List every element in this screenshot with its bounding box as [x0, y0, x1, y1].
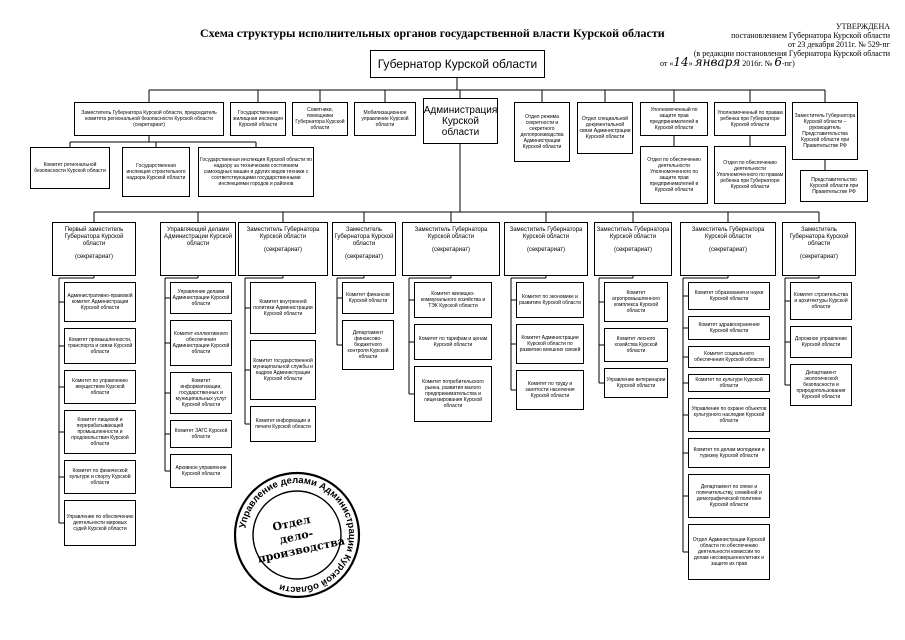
edition-mid1: »	[688, 59, 693, 68]
dept-box-3-1: Комитет внутренней политики Администраци…	[250, 282, 316, 334]
dept-box-8-1: Комитет образования и науки Курской обла…	[688, 282, 770, 310]
moscow-representation-box: Представительство Курской области при Пр…	[800, 170, 868, 202]
dept-box-5-2: Комитет по тарифам и ценам Курской облас…	[414, 324, 492, 360]
dept-box-8-6: Комитет по делам молодежи и туризму Курс…	[688, 438, 770, 468]
dept-box-9-2: Дорожное управление Курской области	[790, 326, 852, 358]
dept-box-1-5: Комитет по физической культуре и спорту …	[64, 460, 136, 494]
deputy-box-7: Заместитель Губернатора Курской области (…	[594, 222, 672, 276]
dept-box-2-5: Архивное управление Курской области	[170, 454, 232, 488]
governor-box: Губернатор Курской области	[370, 50, 545, 78]
approval-line-4: (в редакции постановления Губернатора Ку…	[693, 49, 890, 58]
deputy-secretariat: (секретариат)	[526, 247, 566, 253]
dept-box-9-1: Комитет строительства и архитектуры Курс…	[790, 282, 852, 320]
dept-box-7-3: Управление ветеринарии Курской области	[604, 368, 668, 398]
dept-box-6-3: Комитет по труду и занятости населения К…	[516, 370, 584, 410]
business-ombudsman-box: Уполномоченный по защите прав предприним…	[640, 102, 708, 136]
dept-box-7-1: Комитет агропромышленного комплекса Курс…	[604, 282, 668, 322]
deputy-title: Управляющий делами Администрации Курской…	[163, 227, 233, 247]
edition-suffix: -пг)	[781, 59, 795, 68]
dept-box-7-2: Комитет лесного хозяйства Курской област…	[604, 328, 668, 362]
page-title: Схема структуры исполнительных органов г…	[200, 26, 665, 40]
special-comms-box: Отдел специальной документальной связи А…	[577, 102, 633, 154]
dept-box-5-3: Комитет потребительского рынка, развития…	[414, 366, 492, 422]
edition-line: от «14» января 2016г. № 6-пг)	[660, 55, 795, 69]
dept-box-2-2: Комитет коллективного обеспечения Админи…	[170, 320, 232, 366]
housing-inspection-box: Государственная жилищная инспекция Курск…	[230, 102, 286, 136]
dept-box-5-1: Комитет жилищно-коммунального хозяйства …	[414, 282, 492, 318]
edition-number: 6	[774, 55, 782, 69]
edition-mid2: 2016г. №	[742, 59, 773, 68]
edition-month: января	[694, 55, 741, 69]
deputy-box-9: Заместитель Губернатора Курской области (…	[782, 222, 856, 276]
construction-inspection-box: Государственная инспекция строительного …	[122, 147, 190, 197]
administration-box: Администрация Курской области	[423, 98, 498, 144]
deputy-title: Заместитель Губернатора Курской области	[789, 227, 849, 247]
deputy-box-8: Заместитель Губернатора Курской области (…	[680, 222, 776, 276]
deputy-box-3: Заместитель Губернатора Курской области (…	[238, 222, 328, 276]
dept-box-2-1: Управление делами Администрации Курской …	[170, 282, 232, 314]
machinery-inspection-box: Государственная инспекция Курской област…	[198, 147, 314, 197]
dept-box-8-5: Управление по охране объектов культурног…	[688, 398, 770, 432]
deputy-box-5: Заместитель Губернатора Курской области (…	[402, 222, 500, 276]
child-ombudsman-office-box: Отдел по обеспечению деятельности Уполно…	[714, 146, 786, 204]
deputy-title: Заместитель Губернатора Курской области	[334, 227, 394, 247]
deputy-secretariat: (секретариат)	[613, 247, 653, 253]
dept-box-9-3: Департамент экологической безопасности и…	[790, 364, 852, 406]
dept-box-8-4: Комитет по культуре Курской области	[688, 374, 770, 392]
dept-box-8-8: Отдел Администрации Курской области по о…	[688, 524, 770, 580]
dept-box-4-1: Комитет финансов Курской области	[342, 282, 394, 314]
mobilization-box: Мобилизационное управление Курской облас…	[354, 102, 416, 136]
dept-box-2-3: Комитет информатизации, государственных …	[170, 372, 232, 414]
dept-box-1-1: Административно-правовой комитет Админис…	[64, 282, 136, 322]
deputy-secretariat: (секретариат)	[708, 247, 748, 253]
dept-box-6-1: Комитет по экономике и развитию Курской …	[516, 282, 584, 318]
deputy-secretariat: (секретариат)	[799, 254, 839, 260]
deputy-title: Заместитель Губернатора Курской области	[691, 227, 765, 240]
approval-block: УТВЕРЖДЕНА постановлением Губернатора Ку…	[640, 22, 890, 58]
deputy-box-2: Управляющий делами Администрации Курской…	[160, 222, 236, 276]
deputy-box-6: Заместитель Губернатора Курской области (…	[504, 222, 588, 276]
deputy-title: Заместитель Губернатора Курской области	[246, 227, 320, 240]
deputy-title: Заместитель Губернатора Курской области	[414, 227, 488, 240]
deputy-security-box: Заместитель Губернатора Курской области,…	[74, 102, 224, 136]
dept-box-1-4: Комитет пищевой и перерабатывающей промы…	[64, 410, 136, 454]
approval-line-2: постановлением Губернатора Курской облас…	[731, 31, 890, 40]
deputy-box-1: Первый заместитель Губернатора Курской о…	[52, 222, 136, 276]
deputy-secretariat: (секретариат)	[74, 254, 114, 260]
deputy-representation-box: Заместитель Губернатора Курской области …	[792, 102, 858, 160]
edition-day: 14	[673, 55, 689, 69]
dept-box-3-2: Комитет государственной муниципальной сл…	[250, 340, 316, 400]
dept-box-3-3: Комитет информации и печати Курской обла…	[250, 406, 316, 442]
dept-box-8-7: Департамент по опеке и попечительству, с…	[688, 474, 770, 518]
deputy-title: Первый заместитель Губернатора Курской о…	[64, 227, 124, 247]
dept-box-8-3: Комитет социального обеспечения Курской …	[688, 346, 770, 368]
office-stamp: Управление делами Администрации Курской …	[233, 471, 361, 599]
deputy-secretariat: (секретариат)	[344, 254, 384, 260]
advisors-box: Советники, помощники Губернатора Курской…	[292, 102, 348, 136]
dept-box-1-2: Комитет промышленности, транспорта и свя…	[64, 328, 136, 364]
deputy-secretariat: (секретариат)	[263, 247, 303, 253]
deputy-title: Заместитель Губернатора Курской области	[509, 227, 583, 240]
deputy-secretariat: (секретариат)	[431, 247, 471, 253]
approval-line-3: от 23 декабря 2011г. № 529-пг	[787, 40, 890, 49]
dept-box-2-4: Комитет ЗАГС Курской области	[170, 420, 232, 448]
dept-box-4-2: Департамент финансово-бюджетного контрол…	[342, 320, 394, 370]
business-ombudsman-office-box: Отдел по обеспечению деятельности Уполно…	[640, 146, 708, 204]
child-ombudsman-box: Уполномоченный по правам ребенка при Губ…	[714, 102, 786, 136]
regional-security-committee-box: Комитет региональной безопасности Курско…	[30, 147, 110, 189]
edition-prefix: от «	[660, 59, 674, 68]
dept-box-1-6: Управление по обеспечению деятельности м…	[64, 500, 136, 546]
deputy-title: Заместитель Губернатора Курской области	[596, 227, 670, 240]
dept-box-1-3: Комитет по управлению имуществом Курской…	[64, 370, 136, 404]
deputy-box-4: Заместитель Губернатора Курской области (…	[332, 222, 396, 276]
approval-line-1: УТВЕРЖДЕНА	[835, 22, 890, 31]
dept-box-8-2: Комитет здравоохранения Курской области	[688, 316, 770, 340]
secrecy-dept-box: Отдел режима секретности и секретного де…	[514, 102, 570, 162]
dept-box-6-2: Комитет Администрации Курской области по…	[516, 324, 584, 364]
